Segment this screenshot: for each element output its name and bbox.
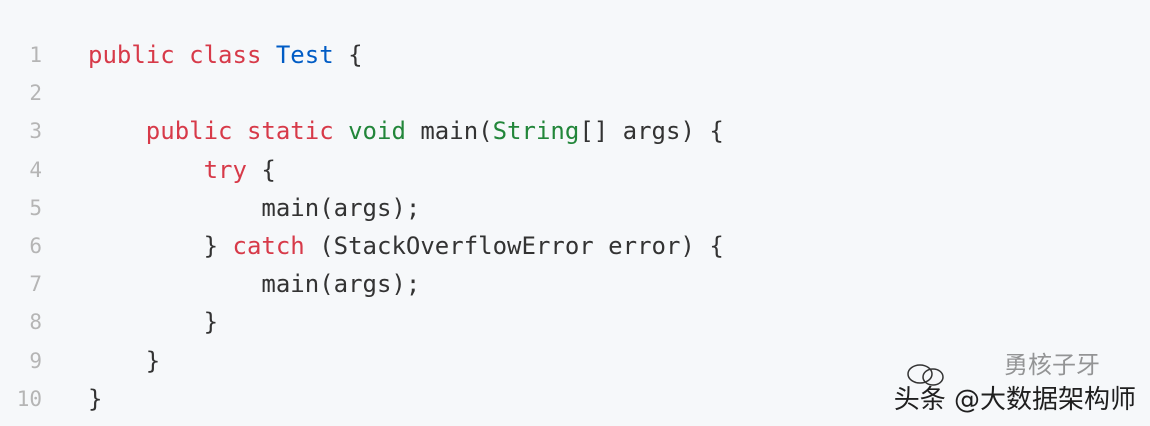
code-token: Test (275, 41, 334, 69)
code-line: 1 public class Test { (0, 36, 1150, 74)
code-token (261, 41, 275, 69)
watermark: 勇核子牙 头条 @大数据架构师 (893, 351, 1136, 416)
code-token: catch (232, 232, 305, 260)
line-number: 10 (16, 386, 42, 411)
code-line: 2 (0, 74, 1150, 112)
line-number: 1 (29, 43, 42, 67)
code-line: 6 } catch (StackOverflowError error) { (0, 227, 1150, 265)
code-text: public class Test { (88, 36, 363, 74)
line-number: 8 (29, 310, 42, 335)
code-token: public (88, 41, 175, 69)
chat-bubble-icon (907, 364, 944, 386)
code-token: main(args); (88, 193, 421, 222)
code-token: String (492, 117, 580, 146)
code-token (233, 117, 247, 145)
line-number: 9 (29, 348, 42, 373)
code-token: void (348, 117, 406, 146)
code-token: (StackOverflowError error) { (304, 232, 724, 260)
code-text: public static void main(String[] args) { (88, 112, 724, 150)
code-token (175, 41, 189, 69)
code-token: { (333, 41, 363, 69)
watermark-text: 头条 @大数据架构师 (893, 385, 1136, 415)
code-token: public (145, 117, 233, 146)
line-number: 6 (29, 234, 42, 258)
code-text: } (88, 303, 218, 341)
code-text: main(args); (88, 265, 420, 303)
code-token: main( (405, 117, 493, 146)
code-line: 3 public static void main(String[] args)… (0, 112, 1150, 150)
code-text: try { (88, 151, 276, 189)
code-token: } (88, 384, 103, 413)
line-number: 3 (29, 119, 42, 144)
line-number: 4 (29, 157, 42, 182)
code-line: 4 try { (0, 151, 1150, 189)
code-token: } (88, 232, 233, 260)
line-number: 2 (29, 81, 42, 106)
code-text: } catch (StackOverflowError error) { (88, 227, 724, 265)
code-token: static (246, 117, 334, 146)
code-line: 5 main(args); (0, 189, 1150, 227)
code-token: main(args); (88, 270, 421, 299)
line-number: 7 (29, 272, 42, 297)
code-token: } (88, 346, 161, 375)
code-token: try (203, 155, 247, 184)
code-text: main(args); (88, 189, 420, 227)
code-token (334, 117, 348, 145)
code-token: } (88, 308, 219, 337)
code-text: } (88, 342, 160, 380)
code-token: [] args) { (579, 117, 724, 146)
code-token: class (189, 41, 262, 69)
watermark-top-text: 勇核子牙 (1004, 351, 1100, 379)
code-line: 9 } (0, 342, 1150, 380)
code-text: } (88, 380, 102, 418)
code-token (88, 117, 146, 145)
code-line: 7 main(args); (0, 265, 1150, 303)
code-token (88, 156, 204, 184)
line-number: 5 (29, 195, 42, 220)
code-line: 8 } (0, 303, 1150, 341)
code-line: 10} (0, 380, 1150, 418)
code-token: { (246, 155, 276, 184)
